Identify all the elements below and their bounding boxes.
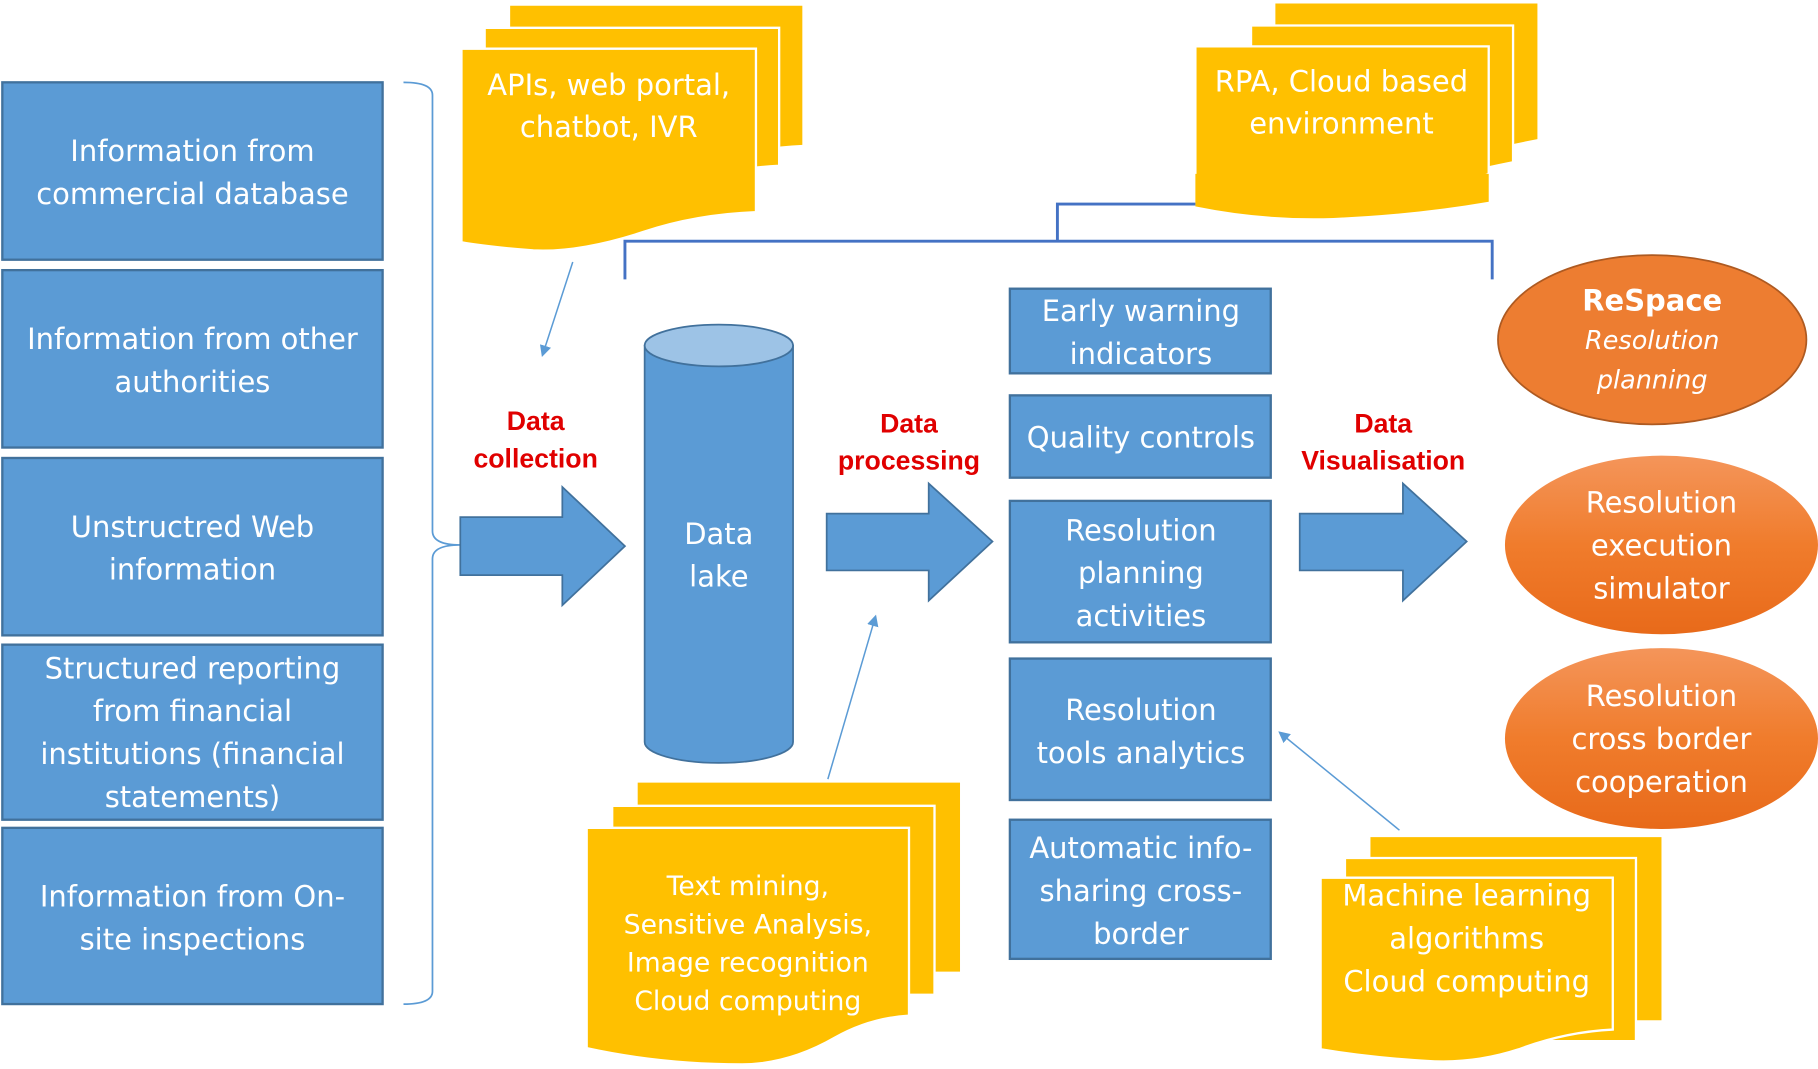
doc-label-line: Sensitive Analysis, xyxy=(624,909,872,940)
stage-label-line: Data xyxy=(1354,408,1412,438)
source-label-line: commercial database xyxy=(36,177,348,211)
source-label-line: authorities xyxy=(115,365,271,399)
output-label-line: Resolution xyxy=(1586,485,1737,519)
output-subtitle-line: Resolution xyxy=(1585,326,1719,356)
stage-label-line: collection xyxy=(473,443,597,473)
processing-box-quality-controls: Quality controls xyxy=(1008,394,1272,479)
processing-box-info-sharing: Automatic info- sharing cross- border xyxy=(1008,818,1272,961)
source-label-line: statements) xyxy=(105,780,281,814)
stage-label-line: processing xyxy=(838,446,980,476)
processing-label-line: indicators xyxy=(1070,337,1213,371)
processing-label-line: planning xyxy=(1078,556,1204,590)
data-lake-cylinder: Data lake xyxy=(643,323,794,764)
doc-stack-apis: APIs, web portal, chatbot, IVR xyxy=(460,5,803,252)
processing-label-line: tools analytics xyxy=(1037,736,1246,770)
source-label-line: Unstructred Web xyxy=(71,510,314,544)
data-lake-label-line: lake xyxy=(689,560,748,594)
doc-label-line: chatbot, IVR xyxy=(520,110,698,144)
processing-box-resolution-tools: Resolution tools analytics xyxy=(1008,657,1272,802)
processing-label-line: Early warning xyxy=(1042,294,1240,328)
doc-label-line: RPA, Cloud based xyxy=(1215,65,1468,99)
processing-label-line: Quality controls xyxy=(1027,421,1255,455)
output-cross-border: Resolution cross border cooperation xyxy=(1504,648,1818,829)
source-label-line: Structured reporting xyxy=(45,651,341,685)
output-subtitle-line: planning xyxy=(1596,365,1708,395)
output-label-line: simulator xyxy=(1593,571,1730,605)
output-label-line: execution xyxy=(1591,528,1732,562)
source-label-line: from financial xyxy=(93,694,292,728)
processing-box-resolution-planning: Resolution planning activities xyxy=(1008,499,1272,644)
source-box-other-authorities: Information from other authorities xyxy=(1,268,384,449)
source-box-commercial-database: Information from commercial database xyxy=(1,81,384,261)
stage-label-processing: Data processing xyxy=(838,408,980,475)
pointer-ml-to-tools xyxy=(1278,731,1400,831)
processing-label-line: Resolution xyxy=(1065,693,1216,727)
platform-bracket xyxy=(623,202,1494,280)
output-label-line: cross border xyxy=(1571,722,1751,756)
source-label-line: information xyxy=(109,553,276,587)
doc-label-line: Cloud computing xyxy=(634,986,861,1017)
data-lake-label-line: Data xyxy=(684,517,753,551)
arrow-processing xyxy=(825,481,994,603)
doc-label-line: Machine learning xyxy=(1342,879,1591,913)
output-label-line: cooperation xyxy=(1575,765,1748,799)
stage-label-line: Data xyxy=(507,406,565,436)
source-label-line: institutions (financial xyxy=(40,737,344,771)
output-execution-simulator: Resolution execution simulator xyxy=(1504,455,1818,635)
processing-label-line: border xyxy=(1093,917,1189,951)
doc-stack-rpa: RPA, Cloud based environment xyxy=(1194,3,1538,219)
stage-label-visualisation: Data Visualisation xyxy=(1301,408,1465,475)
stage-label-line: Data xyxy=(880,408,938,438)
pointer-textmining-to-processing xyxy=(827,614,879,780)
processing-label-line: sharing cross- xyxy=(1040,874,1243,908)
arrow-collection xyxy=(459,484,627,608)
doc-label-line: APIs, web portal, xyxy=(487,68,730,102)
stage-label-collection: Data collection xyxy=(473,406,597,473)
doc-label-line: algorithms xyxy=(1389,921,1544,955)
arrow-visualisation xyxy=(1298,481,1468,603)
output-title: ReSpace xyxy=(1582,284,1722,318)
output-label-line: Resolution xyxy=(1586,679,1737,713)
source-label-line: Information from xyxy=(70,134,314,168)
source-label-line: site inspections xyxy=(80,923,306,957)
pointer-apis-to-collection xyxy=(539,261,574,357)
output-respace: ReSpace Resolution planning xyxy=(1497,254,1808,426)
processing-label-line: Automatic info- xyxy=(1029,831,1252,865)
source-box-unstructured-web: Unstructred Web information xyxy=(1,456,384,637)
processing-label-line: activities xyxy=(1076,599,1207,633)
source-label-line: Information from other xyxy=(27,322,358,356)
processing-box-early-warning: Early warning indicators xyxy=(1008,287,1272,375)
doc-label-line: Text mining, xyxy=(666,871,829,902)
source-box-onsite-inspections: Information from On- site inspections xyxy=(1,826,384,1006)
doc-label-line: Image recognition xyxy=(627,948,869,979)
source-brace xyxy=(403,81,461,1005)
source-box-structured-reporting: Structured reporting from financial inst… xyxy=(1,643,384,821)
source-boxes: Information from commercial database Inf… xyxy=(1,81,384,1006)
doc-stack-ml: Machine learning algorithms Cloud comput… xyxy=(1319,837,1662,1063)
doc-stack-text-mining: Text mining, Sensitive Analysis, Image r… xyxy=(585,782,961,1066)
stage-label-line: Visualisation xyxy=(1301,446,1465,476)
source-label-line: Information from On- xyxy=(40,880,345,914)
doc-label-line: environment xyxy=(1249,106,1433,140)
doc-label-line: Cloud computing xyxy=(1343,964,1590,998)
processing-label-line: Resolution xyxy=(1065,513,1216,547)
processing-boxes: Early warning indicators Quality control… xyxy=(1008,287,1272,961)
